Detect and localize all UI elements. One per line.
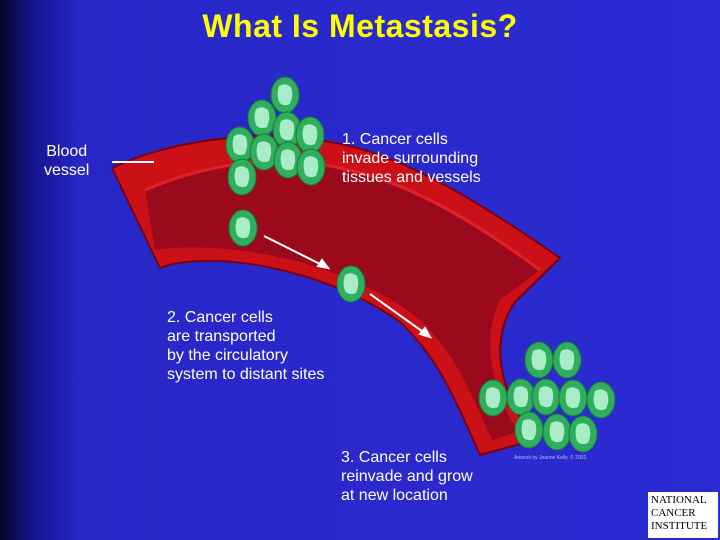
cancer-cell bbox=[273, 141, 303, 179]
cancer-cell bbox=[552, 341, 582, 379]
cancer-cell bbox=[249, 133, 279, 171]
label-blood-vessel: Blood vessel bbox=[44, 143, 90, 179]
cancer-cell bbox=[228, 209, 258, 247]
page-title: What Is Metastasis? bbox=[202, 8, 518, 44]
cancer-cell bbox=[270, 76, 300, 114]
cancer-cell bbox=[478, 379, 508, 417]
cancer-cell bbox=[524, 341, 554, 379]
cancer-cell bbox=[225, 126, 255, 164]
cancer-cell bbox=[336, 265, 366, 303]
label-step-1: 1. Cancer cells invade surrounding tissu… bbox=[342, 131, 481, 186]
nci-logo: NATIONAL CANCER INSTITUTE bbox=[648, 492, 718, 538]
cancer-cell bbox=[568, 415, 598, 453]
cancer-cell bbox=[531, 378, 561, 416]
cancer-cell bbox=[247, 99, 277, 137]
cancer-cell bbox=[272, 111, 302, 149]
cancer-cell bbox=[542, 413, 572, 451]
cancer-cell bbox=[558, 379, 588, 417]
artwork-credit: Artwork by Jeanne Kelly. © 2002. bbox=[514, 455, 588, 461]
label-step-2: 2. Cancer cells are transported by the c… bbox=[167, 309, 325, 383]
cancer-cell bbox=[295, 116, 325, 154]
cancer-cell bbox=[506, 378, 536, 416]
arrow-transport-2 bbox=[369, 293, 433, 339]
cancer-cell bbox=[586, 381, 616, 419]
blood-vessel-leader-line bbox=[112, 161, 154, 163]
label-step-3: 3. Cancer cells reinvade and grow at new… bbox=[341, 449, 473, 504]
cancer-cell bbox=[514, 411, 544, 449]
cancer-cell bbox=[227, 158, 257, 196]
arrow-transport-1 bbox=[263, 235, 331, 270]
cancer-cell bbox=[296, 148, 326, 186]
cancer-cells bbox=[225, 76, 616, 453]
